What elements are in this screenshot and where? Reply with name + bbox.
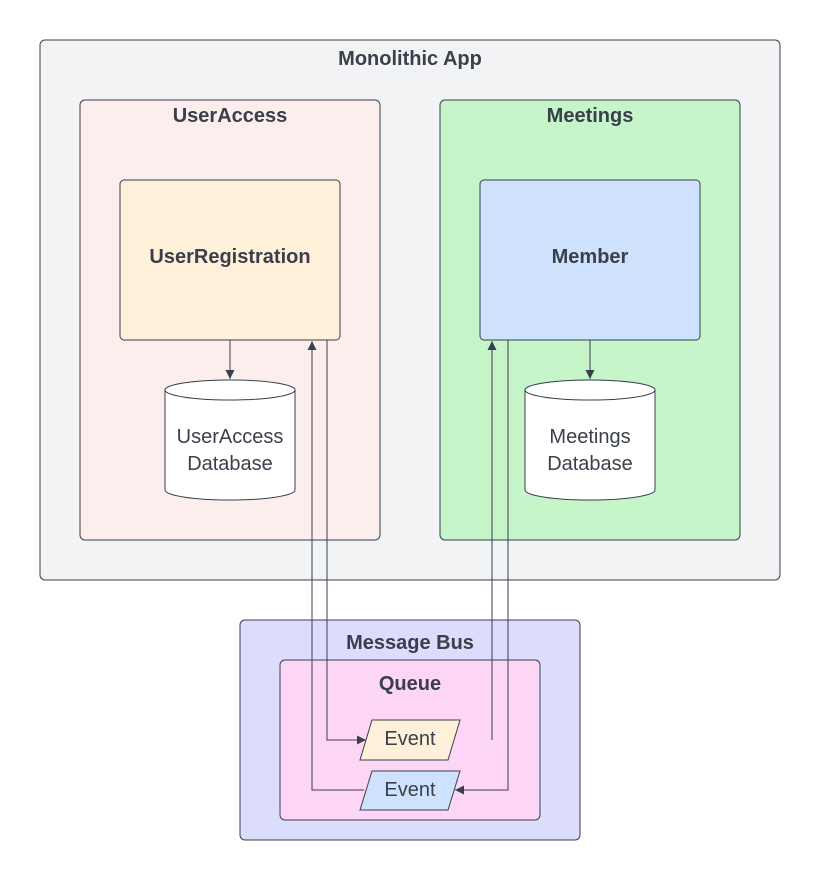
member-label: Member — [552, 246, 629, 268]
meetings-database-top — [524, 379, 656, 401]
queue-title: Queue — [379, 673, 441, 695]
user-registration-label: UserRegistration — [149, 246, 310, 268]
user-access-database-label-line1: UserAccess — [177, 426, 284, 448]
meetings-database: Meetings Database — [524, 379, 656, 501]
user-access-database-body — [164, 390, 296, 501]
connectors — [225, 340, 595, 795]
meetings-database-body — [524, 390, 656, 501]
event-2-shape — [359, 770, 461, 811]
user-access-database-top — [164, 379, 296, 401]
user-access-module: UserAccess UserRegistration UserAccess D… — [79, 99, 381, 541]
event-1-shape — [359, 719, 461, 761]
user-registration-publishes-event-arrow — [326, 340, 366, 745]
event-1-label: Event — [384, 728, 436, 750]
user-access-database-label-line2: Database — [187, 453, 273, 475]
message-bus-title: Message Bus — [346, 632, 474, 654]
message-bus-container: Message Bus Queue Event Event — [239, 619, 581, 841]
user-access-title: UserAccess — [173, 105, 288, 127]
event-2-to-user-registration-arrow — [307, 341, 364, 791]
member-publishes-event-arrow — [455, 340, 509, 795]
event-2-label: Event — [384, 779, 436, 801]
monolithic-app-title: Monolithic App — [338, 48, 482, 70]
meetings-database-label-line1: Meetings — [549, 426, 630, 448]
user-access-database: UserAccess Database — [164, 379, 296, 501]
meetings-database-label-line2: Database — [547, 453, 633, 475]
meetings-title: Meetings — [547, 105, 634, 127]
meetings-module: Meetings Member Meetings Database — [439, 99, 741, 541]
